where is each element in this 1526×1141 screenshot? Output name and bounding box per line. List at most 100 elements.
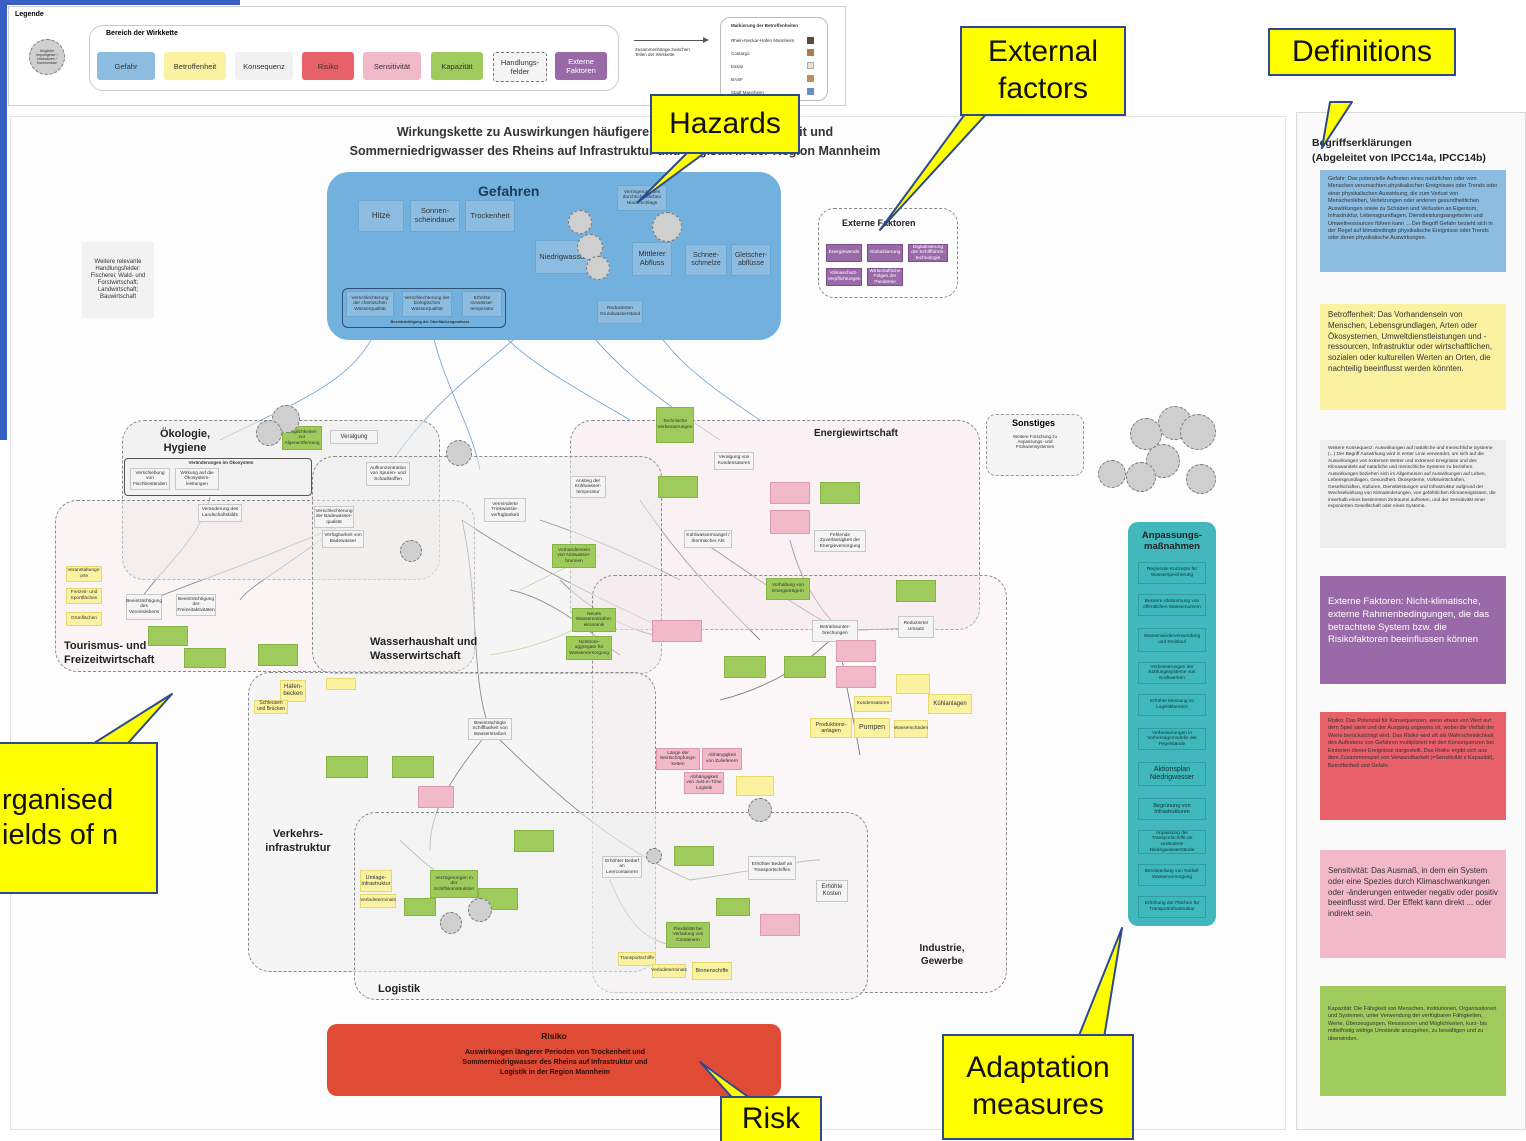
- risk-title: Risiko: [541, 1031, 567, 1041]
- node-zustand-energie: [820, 482, 860, 504]
- node-industrie-sens1: [836, 640, 876, 662]
- node-veranstaltungsorte: Veranstaltungs-orte: [66, 566, 102, 582]
- region-label-industrie: Industrie, Gewerbe: [919, 943, 965, 967]
- def-externe: Externe Faktoren: Nicht-klimatische, ext…: [1320, 576, 1506, 684]
- node-kuehlwasser-fluss: [770, 510, 810, 534]
- adaptation-item-11: Erhöhung der Flächen für Transportinfras…: [1138, 896, 1206, 918]
- legend-area-box: Bereich der Wirkkette: [89, 25, 619, 91]
- node-pumpen: Pumpen: [854, 718, 890, 738]
- node-trinkwasser: Verminderte Trinkwasser-verfügbarkeit: [484, 498, 526, 522]
- adaptation-item-4: Verbesserungen der Kühlungssysteme von K…: [1138, 662, 1206, 684]
- hazard-chem-wasserqualitaet: Verschlechterung der chemischen Wasserqu…: [346, 291, 394, 317]
- oeko-subbox: [124, 458, 312, 496]
- node-veralgung: Veralgung: [330, 430, 378, 444]
- node-kosten: Erhöhte Kosten: [816, 880, 848, 902]
- other-fields-box: Weitere relevante Handlungsfelder: Fisch…: [82, 242, 154, 318]
- hazard-grundwasserstand: Reduzierten Grundwasserstand: [597, 300, 643, 324]
- legend-risiko: Risiko: [302, 52, 354, 80]
- indicator-circle: [1098, 460, 1126, 488]
- node-kuehlwassermangel: Kühlwassermangel / thermischer Akt: [684, 530, 732, 548]
- hazard-trockenheit: Trockenheit: [465, 200, 515, 232]
- callout-external-factors: External factors: [960, 26, 1126, 116]
- node-zulieferung-yellow: [736, 776, 774, 796]
- legend-handlungsfelder: Handlungs-felder: [493, 52, 547, 82]
- legend-arrow-text: Zusammenhänge zwischen Teilen der Wirkke…: [635, 47, 690, 58]
- legend-betroffenheit: Betroffenheit: [164, 52, 226, 80]
- legend-marking-2: Contargo: [731, 51, 750, 56]
- tail-definitions: [1321, 101, 1353, 149]
- def-gefahr: Gefahr: Das potenzielle Auftreten eines …: [1320, 170, 1506, 272]
- node-kondensatoren: Kondensatoren: [854, 696, 892, 712]
- hazard-mittlerer-abfluss: Mittlerer Abfluss: [632, 242, 672, 276]
- indicator-circle: [646, 848, 662, 864]
- node-gruenflaechen: Grünflächen: [66, 612, 102, 626]
- def-kapazitaet: Kapazität: Die Fähigkeit von Menschen, I…: [1320, 986, 1506, 1096]
- node-umsatz: Reduzierter Umsatz: [898, 616, 934, 638]
- node-wasserschaeden: Wasserschäden: [894, 720, 928, 738]
- node-schadstoffe: Aufkonzentration von Spuren- und Schadst…: [366, 462, 410, 486]
- node-tourismus-kap1: [148, 626, 188, 646]
- hazard-gletscherabfluesse: Gletscher-abflüsse: [731, 244, 771, 276]
- legend-marking-1: Rhein-Neckar-Hafen Mannheim: [731, 38, 795, 43]
- external-energiewende: Energiewende: [826, 244, 862, 262]
- node-verkehr-sens1: [418, 786, 454, 808]
- def-konsequenz: Weitere Konsequenz: Auswirkungen auf nat…: [1320, 440, 1506, 548]
- definitions-title-1: Begriffserklärungen: [1312, 137, 1412, 149]
- indicator-circle: [440, 912, 462, 934]
- node-kondensatoren-veralgung: Veralgung von Kondensatoren: [714, 452, 754, 470]
- callout-risk: Risk: [720, 1096, 822, 1141]
- hazard-gewaessertemperatur: Erhöhte Gewässer-temperatur: [462, 291, 502, 317]
- indicator-circle: [468, 898, 492, 922]
- tail-adaptation: [1077, 927, 1123, 1039]
- node-industrie-kap3: [896, 580, 936, 602]
- adaptation-item-2: Bessere Abstimmung von öffentlichen Wass…: [1138, 594, 1206, 616]
- node-verkehr-kap1: [326, 756, 368, 778]
- node-freizeitaktivitaeten: Beeinträchtigung der Freizeitaktivitäten: [176, 594, 216, 616]
- link: [719, 639, 831, 701]
- legend-arrow-head: [703, 37, 709, 43]
- node-vereinsleben: Beeinträchtigung des Vereinslebens: [126, 594, 162, 620]
- node-umlageinfrastruktur: Umlage-infrastruktur: [360, 870, 392, 892]
- left-edge-strip: [0, 0, 7, 440]
- node-industrie-sens2: [836, 666, 876, 688]
- top-edge-strip: [0, 0, 240, 5]
- node-flexibilitaet: Flexibilität bei Verladung von Container…: [666, 922, 710, 948]
- node-kuehlwassertemp: Anstieg der Kühlwasser-temperatur: [570, 476, 606, 498]
- node-logistik-kap5: [674, 846, 714, 866]
- hazards-title: Gefahren: [478, 183, 540, 199]
- node-verladeterminals-logistik: Verladeterminals: [651, 964, 687, 978]
- marking-icon-5: [807, 88, 814, 95]
- node-transportschiffen: Erhöhter Bedarf an Transportschiffen: [748, 856, 796, 880]
- node-verkehr-kap2: [392, 756, 434, 778]
- marking-icon-2: [807, 49, 814, 56]
- external-pandemie: Wirtschaftliche Folgen der Pandemie: [867, 268, 903, 286]
- legend-circle: Mögliche Impulsgeber / Indikatoren / Kom…: [29, 39, 65, 75]
- node-leercontainern: Erhöhter Bedarf an Leercontainern: [602, 856, 642, 878]
- node-verzoegerungen: Verzögerungen in der Schiffskonstruktion: [430, 870, 478, 898]
- legend-gefahr: Gefahr: [97, 52, 155, 80]
- node-kuehlanlagen: Kühlanlagen: [928, 694, 972, 714]
- indicator-circle: [652, 212, 682, 242]
- external-panel: [818, 208, 958, 298]
- legend-arrow: [634, 40, 706, 41]
- indicator-circle: [446, 440, 472, 466]
- adaptation-panel: [1128, 522, 1216, 926]
- risk-box: [327, 1024, 781, 1096]
- node-zulieferern: Abhängigkeit von Zulieferern: [702, 748, 742, 770]
- legend-marking-3: Essity: [731, 64, 744, 69]
- node-wasserentnahme: Neues Wasserentnahm-ekonomik: [572, 608, 616, 632]
- node-wertschoepfungsketten: Länge der Wertschöpfungs-ketten: [656, 748, 700, 770]
- node-landschaftsbild: Veränderung des Landschaftsbilds: [198, 504, 242, 522]
- node-tourismus-kap3: [258, 644, 298, 666]
- node-binnenschiffe: Binnenschiffe: [692, 962, 732, 980]
- legend-konsequenz: Konsequenz: [235, 52, 293, 80]
- marking-icon-1: [807, 37, 814, 44]
- node-produktionsanlagen: Produktions-anlagen: [810, 718, 852, 738]
- legend-title: Legende: [15, 11, 44, 18]
- node-technische-verbesserungen: Technische Verbesserungen: [656, 407, 694, 443]
- node-industrie-sens3: [652, 620, 702, 642]
- node-logistik-kap1: [514, 830, 554, 852]
- node-verladeterminals: Verladeterminals: [360, 894, 396, 908]
- node-logistik-kap4: [716, 898, 750, 916]
- adaptation-item-1: Regionale Konzepte für Wasserspeicherung: [1138, 562, 1206, 584]
